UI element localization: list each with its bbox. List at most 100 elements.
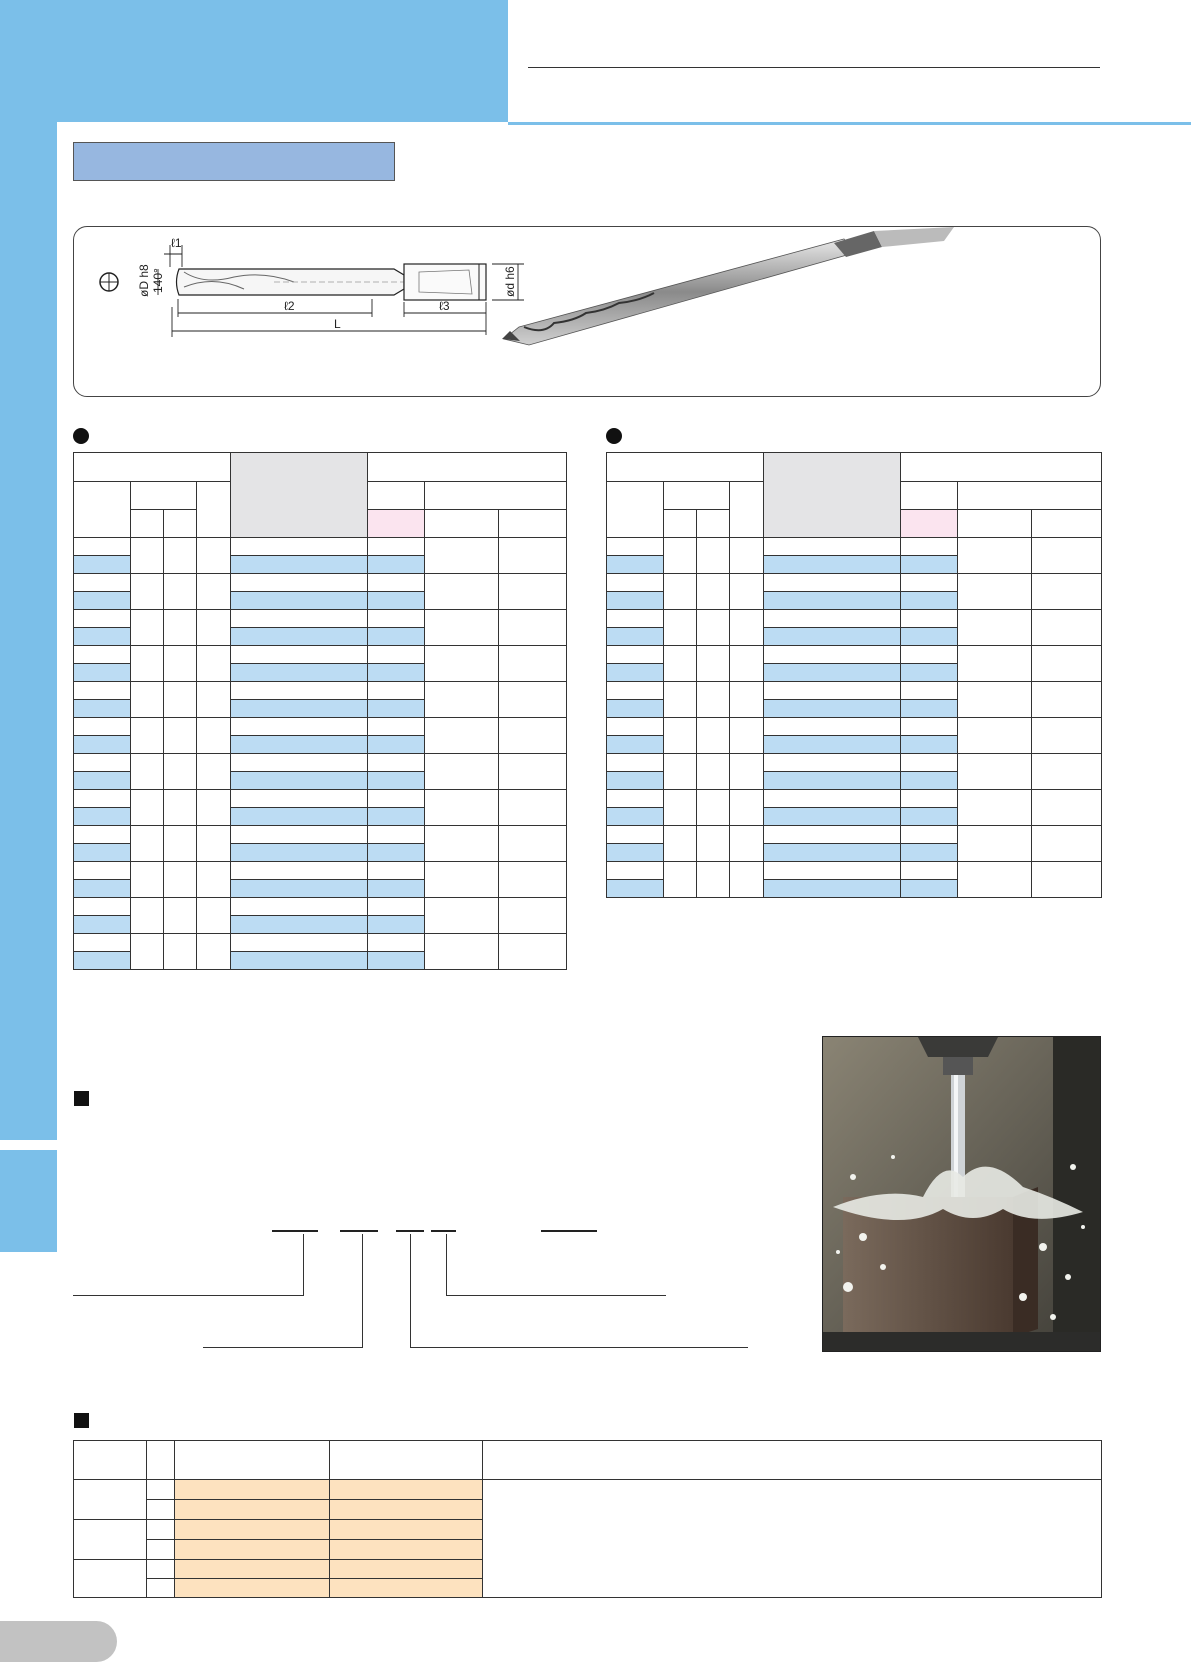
- cross-section-icon: [99, 272, 119, 292]
- table-header-cell: [73, 1440, 147, 1480]
- table-header-cell: [367, 481, 425, 510]
- table-row: [74, 1499, 1102, 1520]
- leader-line: [446, 1295, 666, 1296]
- table-header-cell: [73, 481, 131, 538]
- table-header-cell: [73, 452, 231, 482]
- code-segment-3: [396, 1230, 424, 1232]
- dim-l3-label: ℓ3: [439, 299, 450, 313]
- table-row: [73, 1559, 1102, 1598]
- table-row: [73, 915, 567, 934]
- bottom-section-icon: [74, 1413, 89, 1428]
- table-row: [73, 555, 567, 574]
- right-spec-table: [606, 452, 1103, 898]
- table-row: [606, 753, 1103, 790]
- table-row: [606, 825, 1103, 862]
- order-code-section-icon: [74, 1091, 89, 1106]
- right-table-bullet-icon: [606, 428, 622, 444]
- drill-photo: [502, 227, 954, 346]
- table-row: [606, 699, 1102, 718]
- table-header-cell: [606, 452, 764, 482]
- table-header-cell: [482, 1440, 1102, 1480]
- table-row: [73, 627, 567, 646]
- table-row: [606, 591, 1102, 610]
- table-row: [606, 789, 1103, 826]
- table-header-cell: [663, 481, 730, 510]
- table-row: [606, 735, 1102, 754]
- table-header-cell: [900, 509, 958, 538]
- table-row: [73, 1519, 1102, 1560]
- leader-line: [303, 1234, 304, 1296]
- table-header-cell: [957, 509, 1032, 538]
- table-header-cell: [497, 509, 568, 538]
- left-table-bullet-icon: [73, 428, 89, 444]
- table-row: [73, 735, 567, 754]
- table-row: [606, 717, 1103, 754]
- header-bottom-line: [508, 122, 1191, 125]
- dimension-lines: [157, 245, 524, 337]
- table-header-cell: [174, 1440, 330, 1480]
- table-row: [73, 879, 567, 898]
- table-row: [73, 645, 568, 682]
- table-header-cell: [696, 509, 730, 538]
- table-row: [73, 591, 567, 610]
- table-header-cell: [1030, 509, 1103, 538]
- table-header-cell: [329, 1440, 483, 1480]
- table-header-cell: [424, 509, 499, 538]
- table-row: [73, 861, 568, 898]
- table-header-cell: [956, 481, 1103, 510]
- table-row: [73, 753, 568, 790]
- table-header-cell: [763, 452, 901, 538]
- dim-l2-label: ℓ2: [284, 299, 295, 313]
- dim-l1-label: ℓ1: [171, 236, 182, 250]
- drilling-photo: [822, 1036, 1101, 1352]
- table-row: [73, 699, 567, 718]
- table-header-cell: [423, 481, 568, 510]
- table-row: [73, 933, 568, 970]
- leader-line: [362, 1234, 363, 1348]
- table-header-cell: [130, 481, 197, 510]
- table-row: [73, 537, 568, 574]
- table-header-cell: [729, 481, 764, 538]
- code-segment-1: [272, 1230, 318, 1232]
- table-header-cell: [130, 509, 164, 538]
- table-row: [606, 573, 1103, 610]
- table-header-cell: [146, 1440, 175, 1480]
- table-row: [606, 861, 1103, 898]
- product-title-box: [73, 142, 395, 181]
- table-row: [73, 951, 567, 970]
- header-band: [0, 0, 508, 122]
- table-header-cell: [196, 481, 231, 538]
- drill-outline: [175, 263, 487, 301]
- leader-line: [446, 1234, 447, 1296]
- table-row: [606, 843, 1102, 862]
- sidebar-band-top: [0, 0, 57, 1140]
- table-row: [74, 1578, 1102, 1598]
- table-row: [73, 897, 568, 934]
- drilling-photo-image: [823, 1037, 1100, 1351]
- table-header-cell: [899, 452, 1103, 482]
- header-rule: [528, 67, 1100, 68]
- table-row: [606, 555, 1102, 574]
- leader-line: [410, 1347, 748, 1348]
- table-row: [73, 663, 567, 682]
- drill-diagram-panel: ℓ1 ℓ2 ℓ3 L øD h8 140° ød h6: [73, 226, 1101, 397]
- table-row: [73, 573, 568, 610]
- table-header-cell: [663, 509, 697, 538]
- leader-line: [73, 1295, 304, 1296]
- dim-angle-label: 140°: [151, 268, 165, 293]
- table-row: [606, 627, 1102, 646]
- table-row: [73, 1479, 1102, 1598]
- dim-D-label: øD h8: [137, 264, 151, 297]
- table-row: [73, 717, 568, 754]
- table-header-cell: [366, 452, 568, 482]
- sidebar-band-bottom: [0, 1150, 57, 1252]
- leader-line: [203, 1347, 363, 1348]
- bottom-info-table: [73, 1440, 1102, 1598]
- table-header-cell: [163, 509, 197, 538]
- table-row: [606, 879, 1102, 898]
- drill-technical-drawing: ℓ1 ℓ2 ℓ3 L øD h8 140° ød h6: [99, 227, 954, 346]
- table-header-cell: [900, 481, 958, 510]
- table-row: [73, 609, 568, 646]
- table-row: [606, 663, 1102, 682]
- code-segment-2: [340, 1230, 378, 1232]
